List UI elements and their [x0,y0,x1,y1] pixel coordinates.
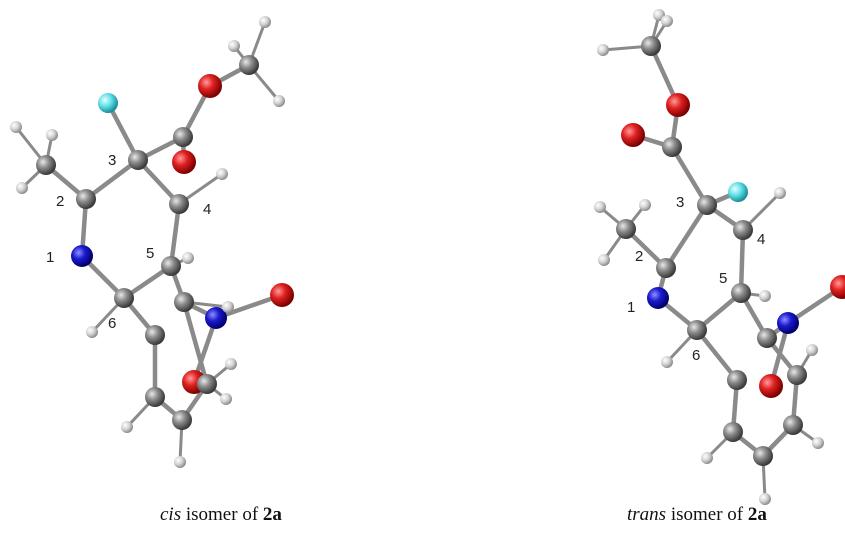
trans-carbon-atom [687,320,707,340]
cis-nitrogen-atom [71,245,93,267]
cis-carbon-atom [197,374,217,394]
trans-carbon-atom [641,36,661,56]
cis-bond [83,157,141,202]
cis-carbon-atom [76,189,96,209]
trans-bond [738,227,746,296]
cis-carbon-atom [114,288,134,308]
trans-carbon-atom [731,283,751,303]
trans-hydrogen-atom [597,44,609,56]
trans-carbon-atom [753,446,773,466]
cis-carbon-atom [36,155,56,175]
trans-carbon-atom [697,195,717,215]
trans-bond [669,144,710,208]
cis-hydrogen-atom [86,326,98,338]
cis-hydrogen-atom [46,129,58,141]
trans-ring-number-label: 5 [719,270,727,287]
cis-fluorine-atom [98,93,118,113]
trans-oxygen-atom [621,123,645,147]
trans-carbon-atom [662,137,682,157]
cis-bond [168,201,182,269]
cis-isomer-caption: cis isomer of 2a [160,504,282,526]
cis-caption-italic: cis [160,504,182,525]
trans-oxygen-atom [759,374,783,398]
trans-isomer-caption: trans isomer of 2a [627,504,767,526]
trans-carbon-atom [733,220,753,240]
trans-fluorine-atom [728,182,748,202]
cis-carbon-atom [128,150,148,170]
trans-hydrogen-atom [639,199,651,211]
cis-hydrogen-atom [16,182,28,194]
cis-bond [181,299,210,387]
cis-hydrogen-atom [182,252,194,264]
cis-bond [105,100,141,163]
trans-carbon-atom [787,365,807,385]
cis-isomer-model: 1 2 3 4 5 6 [10,16,294,468]
cis-ring-number-label: 3 [108,152,116,169]
trans-hydrogen-atom [598,254,610,266]
trans-hydrogen-atom [806,344,818,356]
cis-hydrogen-atom [228,40,240,52]
cis-carbon-atom [161,256,181,276]
cis-carbon-atom [239,55,259,75]
cis-hydrogen-atom [273,95,285,107]
trans-hydrogen-atom [661,356,673,368]
cis-carbon-atom [173,127,193,147]
trans-isomer-model: 1 2 3 4 5 6 [594,9,845,505]
trans-oxygen-atom [666,93,690,117]
trans-hydrogen-atom [759,290,771,302]
cis-carbon-atom [172,410,192,430]
cis-hydrogen-atom [174,456,186,468]
trans-bond [694,327,740,383]
trans-carbon-atom [723,422,743,442]
cis-bond [135,157,182,207]
trans-bond [663,202,710,271]
trans-nitrogen-atom [647,287,669,309]
trans-ring-number-label: 4 [757,231,765,248]
cis-hydrogen-atom [220,393,232,405]
cis-ring-number-label: 1 [46,249,54,266]
cis-oxygen-atom [198,74,222,98]
trans-caption-middle: isomer of [666,504,748,525]
trans-carbon-atom [757,328,777,348]
cis-hydrogen-atom [10,121,22,133]
trans-carbon-atom [616,219,636,239]
cis-oxygen-atom [270,283,294,307]
trans-carbon-atom [656,258,676,278]
cis-ring-number-label: 4 [203,201,211,218]
trans-oxygen-atom [830,275,845,299]
cis-hydrogen-atom [121,421,133,433]
trans-caption-bold: 2a [747,504,767,525]
trans-hydrogen-atom [661,15,673,27]
trans-hydrogen-atom [774,187,786,199]
cis-ring-number-label: 6 [108,315,116,332]
trans-carbon-atom [727,370,747,390]
trans-ring-number-label: 1 [627,299,635,316]
trans-hydrogen-atom [759,493,771,505]
cis-hydrogen-atom [216,168,228,180]
cis-hydrogen-atom [222,301,234,313]
trans-caption-italic: trans [627,504,667,525]
trans-hydrogen-atom [701,452,713,464]
trans-ring-number-label: 2 [635,248,643,265]
cis-carbon-atom [145,325,165,345]
cis-caption-middle: isomer of [181,504,263,525]
cis-carbon-atom [145,387,165,407]
cis-hydrogen-atom [259,16,271,28]
cis-carbon-atom [169,194,189,214]
trans-hydrogen-atom [812,437,824,449]
cis-ring-number-label: 5 [146,245,154,262]
cis-caption-bold: 2a [262,504,282,525]
cis-oxygen-atom [172,150,196,174]
cis-ring-number-label: 2 [56,193,64,210]
trans-hydrogen-atom [594,201,606,213]
cis-nitrogen-atom [205,307,227,329]
trans-carbon-atom [783,415,803,435]
cis-carbon-atom [174,292,194,312]
trans-ring-number-label: 6 [692,347,700,364]
cis-hydrogen-atom [225,358,237,370]
trans-ring-number-label: 3 [676,194,684,211]
trans-nitrogen-atom [777,312,799,334]
